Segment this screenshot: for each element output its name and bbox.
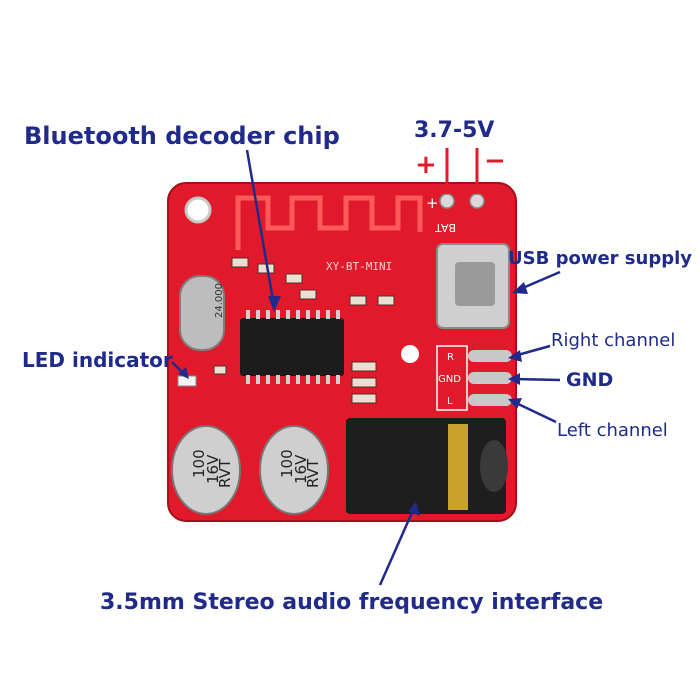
label-left-channel: Left channel <box>557 420 668 441</box>
usb-arrowhead <box>512 282 528 294</box>
left-arrowhead <box>508 398 522 409</box>
audio-jack-contacts <box>448 424 468 510</box>
mounting-hole <box>184 196 212 224</box>
label-plus: + <box>415 150 437 180</box>
label-gnd: GND <box>566 369 614 391</box>
polarity-lines <box>445 148 479 194</box>
label-usb-power: USB power supply <box>508 248 692 269</box>
label-audio-jack: 3.5mm Stereo audio frequency interface <box>100 590 604 615</box>
annotation-lines <box>171 149 561 586</box>
jack-arrowhead <box>408 502 420 516</box>
battery-plus-pad <box>439 193 455 209</box>
label-led-indicator: LED indicator <box>22 348 173 372</box>
pad-right <box>468 350 512 362</box>
gnd-arrowhead <box>508 373 520 385</box>
board-model-text: XY-BT-MINI <box>326 260 392 273</box>
crystal-label: 24.000 <box>214 283 225 318</box>
label-bluetooth-chip: Bluetooth decoder chip <box>24 122 340 150</box>
led-arrowhead <box>178 367 189 379</box>
pad-r-silk: R <box>447 352 454 363</box>
pad-gnd <box>468 372 512 384</box>
pad-box <box>436 345 468 411</box>
gnd-pointer-line <box>513 377 561 382</box>
cap2-line1: 100 <box>278 449 296 478</box>
left-pointer-line <box>513 400 557 424</box>
cap2-line3: RVT <box>304 458 322 488</box>
cap1-line1: 100 <box>190 449 208 478</box>
bluetooth-chip <box>240 318 344 376</box>
label-minus: − <box>484 146 506 176</box>
crystal-oscillator <box>179 275 225 351</box>
chip-pins-bottom <box>246 375 340 384</box>
cap1-line3: RVT <box>216 458 234 488</box>
capacitor-2: 100 16V RVT <box>259 425 329 515</box>
annotation-arrowheads <box>178 282 528 516</box>
label-voltage: 3.7-5V <box>414 118 495 143</box>
cap1-line2: 16V <box>204 454 222 484</box>
pad-l-silk: L <box>447 396 453 407</box>
chip-pointer-line <box>245 149 276 307</box>
audio-jack-opening <box>480 440 508 492</box>
right-arrowhead <box>508 350 522 362</box>
cap2-line2: 16V <box>292 454 310 484</box>
battery-label-silk: BAT <box>435 221 456 234</box>
board-hole <box>401 345 419 363</box>
antenna-trace <box>235 195 423 250</box>
battery-minus-pad <box>469 193 485 209</box>
chip-pins-top <box>246 310 340 319</box>
label-right-channel: Right channel <box>551 330 676 351</box>
battery-plus-silk: + <box>426 194 439 212</box>
pad-gnd-silk: GND <box>438 374 461 385</box>
usb-port-opening <box>455 262 495 306</box>
capacitor-1: 100 16V RVT <box>171 425 241 515</box>
jack-pointer-line <box>378 507 416 586</box>
chip-arrowhead <box>268 296 281 312</box>
pad-left <box>468 394 512 406</box>
